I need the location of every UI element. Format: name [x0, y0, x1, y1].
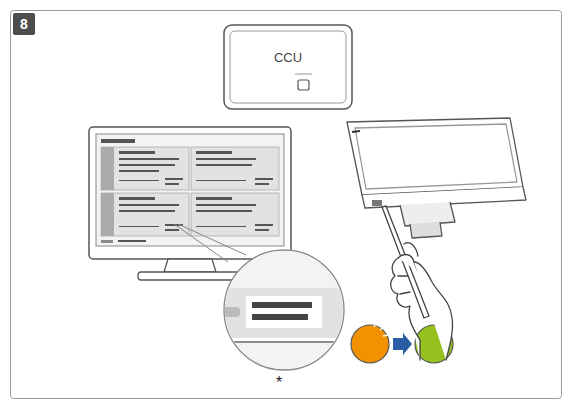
ccu-device: [224, 25, 352, 109]
device-label: CCU: [262, 46, 314, 68]
zoom-callout: [174, 224, 344, 372]
frame: [11, 11, 562, 399]
hand-with-pen: [382, 206, 453, 360]
step-badge: 8: [13, 13, 35, 35]
node-text: 8: [20, 16, 28, 32]
node-text: CCU: [274, 50, 302, 65]
wall-device: [347, 118, 526, 238]
footnote-mark: *: [276, 374, 282, 392]
